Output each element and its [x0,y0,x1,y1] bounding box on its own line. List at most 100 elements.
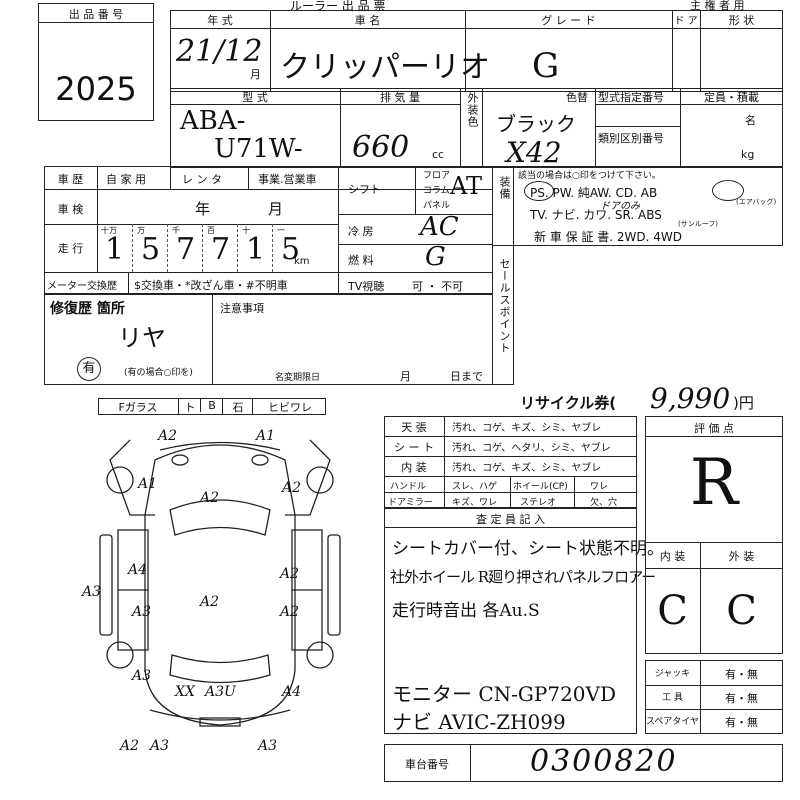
glass-bar-item[interactable]: B [200,399,223,412]
glass-bar-item[interactable]: ヒビワレ [252,399,327,415]
inspector-line-1: シートカバー付、シート状態不明。 [392,539,664,559]
shift-value: AT [450,172,483,200]
equipment-sr-note: (サンルーフ) [678,220,719,228]
tool-options[interactable]: 有・無 [725,668,758,681]
mirror-label: ドアミラー [388,498,433,508]
tool-label: スペアタイヤ [645,717,700,727]
handle-options: スレ、ハゲ [452,482,498,492]
history-opt-rental[interactable]: レ ン タ [182,173,222,186]
stereo-label: ステレオ [520,498,557,508]
equipment-ab-note: (エアバッグ) [736,198,777,206]
displacement-label: 排 気 量 [380,91,420,104]
tool-label: ジャッキ [654,669,691,679]
meter-exchange-label: メーター交換歴 [47,281,117,292]
mileage-digit: 5 [141,232,161,267]
damage-mark: A3U [205,684,236,700]
stereo-options: 欠、穴 [590,498,618,508]
glass-bar [98,398,326,415]
model-label: 型 式 [242,91,268,104]
damage-mark: XX [175,684,195,700]
model-value-2: U71W- [214,134,303,164]
mileage-digit: 5 [281,232,301,267]
grade-value: G [532,46,560,86]
repair-label: 修復歴 箇所 [50,301,125,317]
deadline-day: 日まで [450,370,483,383]
interior-row-options: 汚れ、コゲ、キズ、シミ、ヤブレ [452,463,602,474]
exterior-color-value: ブラック [496,112,576,136]
score-value: R [689,446,739,520]
car-name-value: クリッパーリオ [280,50,490,85]
damage-mark: A2 [158,428,178,444]
owner-label: 主 権 者 用 [690,0,745,12]
handle-label: ハンドル [390,482,427,492]
history-opt-business[interactable]: 事業.営業車 [258,173,317,186]
glass-bar-item[interactable]: ト [178,399,201,415]
repair-note: (有の場合○印を) [124,368,193,378]
tool-label: 工 具 [662,693,683,703]
wheel-label: ホイール(CP) [513,482,568,492]
inspector-bottom-line-1: モニター CN-GP720VD [392,682,617,706]
inspector-label: 査 定 員 記 入 [476,513,545,526]
interior-row-options: 汚れ、コゲ、キズ、シミ、ヤブレ [452,423,602,434]
equipment-hand-note: ドアのみ [600,201,640,212]
deadline-month: 月 [400,370,411,383]
interior-score: C [657,588,688,634]
recycle-unit: )円 [733,394,754,412]
deadline-label: 名変期限日 [275,373,321,383]
recycle-label: リサイクル券( [520,394,617,412]
damage-mark: A2 [200,490,220,506]
color-change-label: 色替 [566,91,588,104]
year-value: 21/12 [176,34,263,69]
chassis-box [384,744,783,782]
month-mark: 月 [250,68,261,81]
score-box [645,416,783,654]
mileage-digit: 7 [211,232,231,267]
interior-row-label: 内 装 [401,461,427,474]
ac-value: AC [420,212,459,242]
history-label: 車 歴 [57,173,84,186]
tool-options[interactable]: 有・無 [725,716,758,729]
glass-bar-item[interactable]: 石 [222,399,253,415]
shift-opt-panel[interactable]: パネル [423,201,451,211]
ab-circle [712,180,744,201]
inspector-line-2: 社外ホイール R廻り押されパネルフロアー [390,568,656,586]
exterior-score: C [726,588,757,634]
history-opt-private[interactable]: 自 家 用 [106,173,146,186]
mirror-options: キズ、ワレ [452,498,498,508]
displacement-unit: cc [432,148,445,161]
tool-options[interactable]: 有・無 [725,692,758,705]
capacity-weight-unit: kg [741,148,755,161]
notice-label: 注意事項 [220,302,264,315]
tv-options: 可 ・ 不可 [412,280,463,293]
damage-mark: A4 [128,562,148,578]
shift-opt-floor[interactable]: フロア [423,171,451,181]
tv-label: TV視聴 [348,280,385,293]
inspection-label: 車 検 [57,203,84,216]
model-table [170,88,783,168]
grade-label: グ レ ー ド [541,14,596,27]
damage-mark: A3 [82,584,102,600]
exterior-color-side-label: 外装色 [466,92,479,128]
damage-mark: A3 [258,738,278,754]
shift-opt-column[interactable]: コラム [423,186,450,196]
car-diagram [99,439,341,727]
mileage-unit-label: 千 [172,226,180,235]
wheel-options: ワレ [590,482,609,492]
mileage-digit: 1 [246,232,266,267]
damage-mark: A2 [120,738,140,754]
mileage-unit-label: 十 [242,226,250,235]
equipment-side-label: 装備 [498,176,511,200]
damage-mark: A2 [280,604,300,620]
chassis-label: 車台番号 [405,758,449,771]
mileage-unit: km [294,256,310,267]
door-label: ド ア [674,16,698,27]
lot-number-box [38,3,154,121]
damage-mark: A3 [132,668,152,684]
inspection-month: 月 [268,200,284,218]
damage-mark: A3 [132,604,152,620]
year-label: 年 式 [207,14,233,27]
class-number-label: 類別区別番号 [598,132,664,145]
damage-mark: A2 [200,594,220,610]
